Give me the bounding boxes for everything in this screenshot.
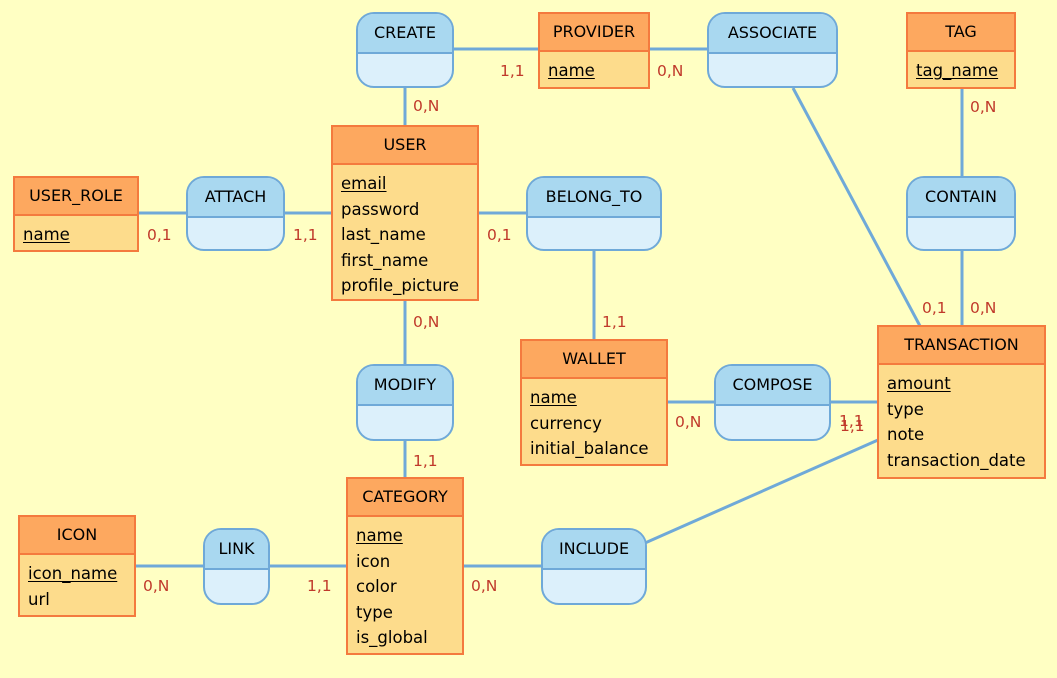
entity-title: WALLET [522,341,666,379]
attribute: url [28,589,50,609]
attribute: icon [356,551,391,571]
attribute: color [356,577,397,596]
attribute-key: name [356,526,403,545]
entity-title: CATEGORY [348,479,462,517]
attribute: first_name [341,250,429,270]
entity-tag[interactable]: TAG tag_name [906,12,1016,89]
attribute-key: email [341,174,387,193]
attribute-key: name [530,388,577,407]
attribute-key: name [23,225,70,244]
entity-title: USER [333,127,477,165]
attribute: is_global [356,628,428,647]
link-associate-transaction [791,87,922,327]
association-attach[interactable]: ATTACH [186,176,285,251]
association-title: ASSOCIATE [709,14,836,54]
association-contain[interactable]: CONTAIN [906,176,1016,251]
attribute: type [356,602,393,622]
entity-category[interactable]: CATEGORY name icon color type is_global [346,477,464,655]
cardinality-label: 0,N [657,62,684,80]
association-link[interactable]: LINK [203,528,270,605]
entity-wallet[interactable]: WALLET name currency initial_balance [520,339,668,466]
cardinality-label: 1,1 [602,313,627,331]
entity-title: TAG [908,14,1014,52]
attribute-key: tag_name [916,61,999,80]
entity-user[interactable]: USER email password last_name first_name… [331,125,479,301]
association-title: ATTACH [188,178,283,218]
association-title: BELONG_TO [528,178,660,218]
attribute: transaction_date [887,450,1026,470]
cardinality-label: 0,N [143,577,170,595]
cardinality-label: 1,1 [500,62,525,80]
association-associate[interactable]: ASSOCIATE [707,12,838,88]
attribute: last_name [341,225,426,244]
cardinality-label: 0,1 [147,226,172,244]
entity-title: ICON [20,517,134,555]
attribute-key: name [548,61,595,80]
cardinality-label: 1,1 [307,577,332,595]
cardinality-label: 0,N [413,97,440,115]
association-title: COMPOSE [716,366,829,406]
cardinality-label: 0,N [413,313,440,331]
association-title: INCLUDE [543,530,645,570]
association-compose[interactable]: COMPOSE [714,364,831,441]
attribute: password [341,199,420,219]
cardinality-label: 0,1 [922,299,947,317]
cardinality-label: 1,1 [839,412,864,430]
entity-icon[interactable]: ICON icon_name url [18,515,136,617]
attribute: note [887,425,925,444]
cardinality-label: 0,N [471,577,498,595]
association-include[interactable]: INCLUDE [541,528,647,605]
entity-title: TRANSACTION [879,327,1044,365]
entity-title: USER_ROLE [15,178,137,216]
association-title: MODIFY [358,366,452,406]
entity-user-role[interactable]: USER_ROLE name [13,176,139,252]
attribute: currency [530,413,602,433]
cardinality-label: 1,1 [413,452,438,470]
entity-transaction[interactable]: TRANSACTION amount type note transaction… [877,325,1046,479]
cardinality-label: 0,N [675,413,702,431]
cardinality-label: 0,1 [487,226,512,244]
link-include-transaction [644,438,879,545]
attribute: initial_balance [530,439,649,458]
association-create[interactable]: CREATE [356,12,454,88]
association-modify[interactable]: MODIFY [356,364,454,441]
attribute-key: amount [887,374,951,393]
cardinality-label: 1,1 [840,417,865,435]
cardinality-label: 0,N [970,299,997,317]
entity-title: PROVIDER [540,14,648,52]
attribute: profile_picture [341,276,459,295]
association-title: LINK [205,530,268,570]
attribute-key: icon_name [28,564,118,583]
association-title: CREATE [358,14,452,54]
association-belong-to[interactable]: BELONG_TO [526,176,662,251]
entity-provider[interactable]: PROVIDER name [538,12,650,89]
cardinality-label: 1,1 [293,226,318,244]
cardinality-label: 0,N [970,98,997,116]
association-title: CONTAIN [908,178,1014,218]
attribute: type [887,399,924,419]
